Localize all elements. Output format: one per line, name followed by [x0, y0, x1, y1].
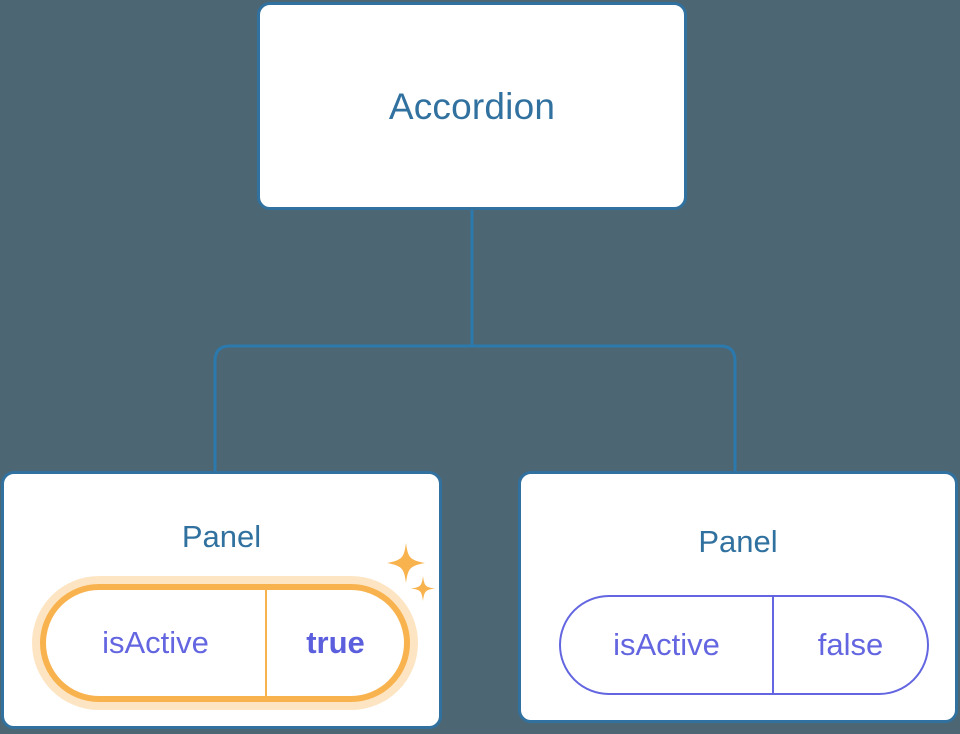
node-title: Accordion	[388, 85, 556, 127]
prop-pill-is-active[interactable]: isActive true	[40, 584, 410, 702]
prop-pill-is-active[interactable]: isActive false	[559, 595, 929, 695]
prop-key: isActive	[561, 597, 774, 693]
node-accordion[interactable]: Accordion	[257, 2, 687, 210]
connector-branch-bar	[213, 344, 737, 471]
node-title: Panel	[181, 519, 262, 554]
prop-key: isActive	[46, 590, 267, 696]
node-title: Panel	[698, 524, 778, 559]
node-panel-inactive[interactable]: Panel isActive false	[518, 471, 958, 723]
node-panel-active[interactable]: Panel isActive true	[1, 471, 442, 729]
prop-value: true	[306, 625, 365, 660]
prop-value: false	[817, 627, 884, 662]
